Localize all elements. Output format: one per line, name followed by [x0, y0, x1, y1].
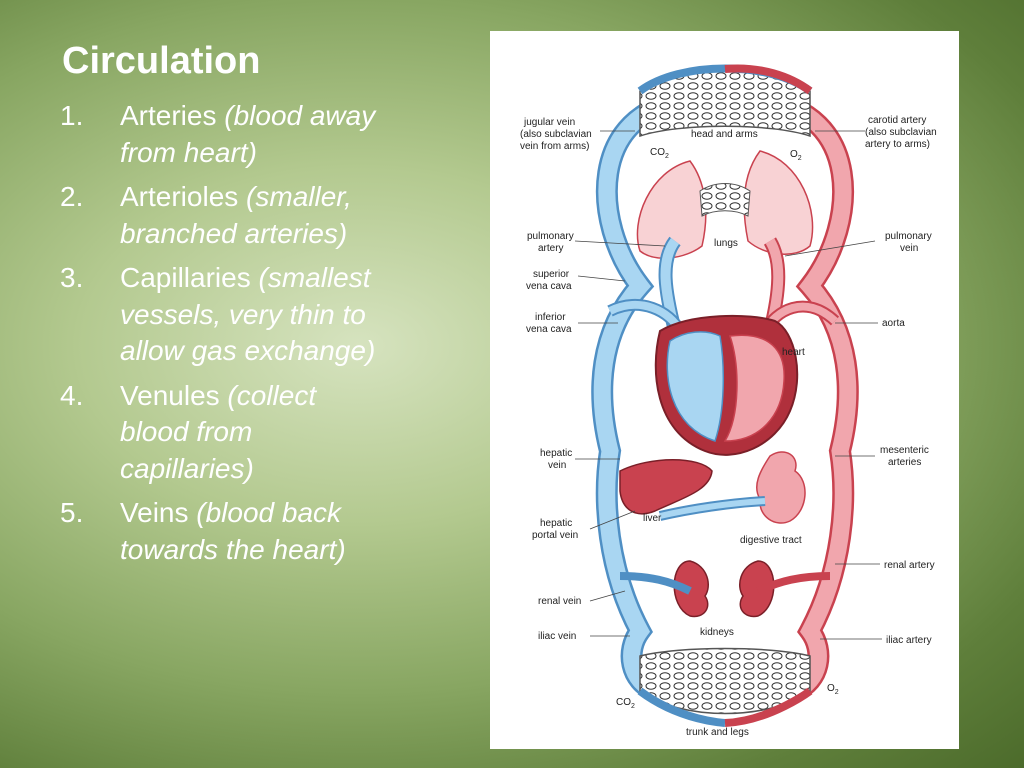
leader-lines	[574, 130, 882, 640]
digestive-tract	[756, 451, 806, 524]
vessel-term: Capillaries	[120, 262, 251, 293]
right-lung	[743, 150, 814, 255]
label-hepatic-vein-2: vein	[548, 460, 566, 471]
list-number: 1.	[60, 100, 84, 131]
label-mesenteric-arteries-2: arteries	[888, 457, 921, 468]
vessel-description: (smallest vessels, very thin to allow ga…	[120, 262, 376, 366]
label-pulmonary-artery-2: artery	[538, 243, 564, 254]
liver	[619, 459, 713, 515]
list-item: 4. Venules (collect blood from capillari…	[60, 378, 390, 488]
right-kidney	[739, 560, 775, 618]
circulation-diagram: jugular vein (also subclavian vein from …	[490, 31, 959, 749]
vessel-description: (blood back towards the heart)	[120, 497, 346, 565]
vessel-description: (collect blood from capillaries)	[120, 379, 317, 484]
vessel-term: Veins	[120, 497, 189, 528]
label-jugular-vein-note2: vein from arms)	[520, 141, 589, 152]
list-number: 2.	[60, 181, 84, 212]
heart-left-side	[723, 334, 785, 442]
label-pulmonary-artery: pulmonary	[527, 231, 574, 242]
label-superior-vena-cava-2: vena cava	[526, 281, 572, 292]
label-o2-top: O2	[790, 149, 802, 162]
label-hepatic-portal-vein-2: portal vein	[532, 530, 578, 541]
label-aorta: aorta	[882, 318, 905, 329]
slide-title: Circulation	[62, 40, 261, 82]
label-o2-bottom: O2	[827, 683, 839, 696]
vessel-term: Arteries	[120, 100, 217, 131]
label-co2-top: CO2	[650, 147, 669, 160]
label-heart: heart	[782, 347, 805, 358]
label-jugular-vein: jugular vein	[523, 117, 575, 128]
left-kidney	[673, 560, 709, 618]
label-carotid-artery-note: (also subclavian	[865, 127, 937, 138]
circulation-diagram-svg: jugular vein (also subclavian vein from …	[520, 64, 937, 738]
label-lungs: lungs	[714, 238, 738, 249]
label-iliac-artery: iliac artery	[886, 635, 932, 646]
vessel-description: (smaller, branched arteries)	[120, 181, 352, 249]
label-digestive-tract: digestive tract	[740, 535, 802, 546]
label-superior-vena-cava: superior	[533, 269, 570, 280]
label-renal-vein: renal vein	[538, 596, 581, 607]
label-carotid-artery: carotid artery	[868, 115, 926, 126]
label-hepatic-vein: hepatic	[540, 448, 572, 459]
label-liver: liver	[643, 513, 662, 524]
label-jugular-vein-note: (also subclavian	[520, 129, 592, 140]
list-item: 3. Capillaries (smallest vessels, very t…	[60, 260, 390, 370]
label-co2-bottom: CO2	[616, 697, 635, 710]
vessel-term: Arterioles	[120, 181, 239, 212]
label-inferior-vena-cava: inferior	[535, 312, 566, 323]
list-item: 1. Arteries (blood away from heart)	[60, 98, 390, 171]
vessel-description: (blood away from heart)	[120, 100, 376, 168]
heart-right-side	[666, 331, 724, 442]
label-mesenteric-arteries: mesenteric	[880, 445, 929, 456]
label-pulmonary-vein: pulmonary	[885, 231, 932, 242]
label-inferior-vena-cava-2: vena cava	[526, 324, 572, 335]
lung-capillary-bed	[699, 183, 751, 217]
vessel-list: 1. Arteries (blood away from heart) 2. A…	[60, 98, 390, 576]
list-number: 4.	[60, 379, 84, 411]
label-carotid-artery-note2: artery to arms)	[865, 139, 930, 150]
label-kidneys: kidneys	[700, 627, 734, 638]
list-number: 5.	[60, 497, 84, 528]
label-pulmonary-vein-2: vein	[900, 243, 918, 254]
list-item: 2. Arterioles (smaller, branched arterie…	[60, 179, 390, 252]
list-number: 3.	[60, 262, 84, 293]
label-hepatic-portal-vein: hepatic	[540, 518, 572, 529]
label-iliac-vein: iliac vein	[538, 631, 576, 642]
list-item: 5. Veins (blood back towards the heart)	[60, 495, 390, 568]
label-trunk-legs: trunk and legs	[686, 727, 749, 738]
label-head-arms: head and arms	[691, 129, 758, 140]
label-renal-artery: renal artery	[884, 560, 935, 571]
vessel-term: Venules	[120, 379, 220, 411]
